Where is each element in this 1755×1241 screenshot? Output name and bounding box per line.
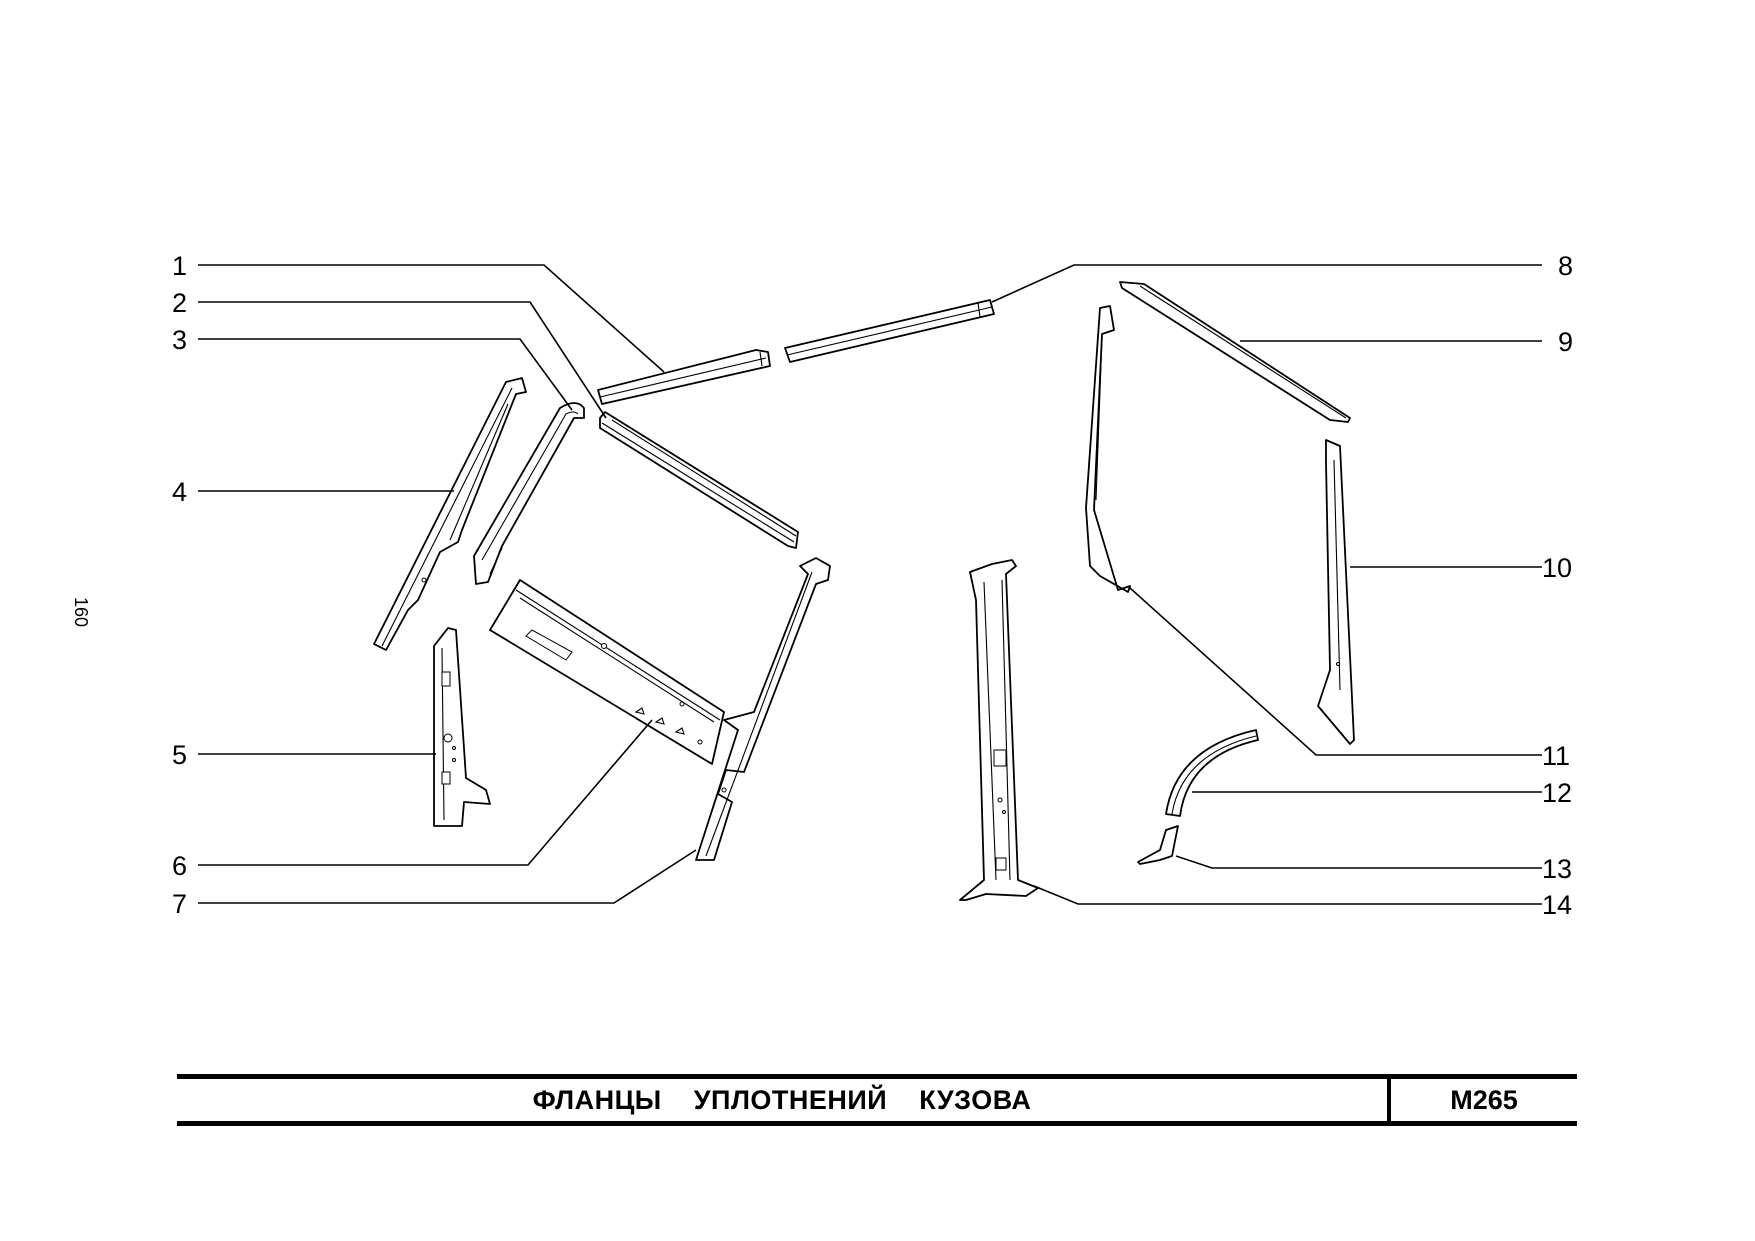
part-2-flange — [599, 411, 799, 549]
callout-14: 14 — [1542, 890, 1572, 920]
title-divider — [1387, 1074, 1391, 1126]
part-11-flange — [1085, 305, 1131, 593]
leader-3 — [198, 338, 573, 411]
callout-10: 10 — [1542, 553, 1572, 583]
callout-5: 5 — [172, 740, 187, 770]
part-13-flange — [1137, 825, 1179, 865]
leader-13 — [1175, 855, 1542, 869]
callout-7: 7 — [172, 889, 187, 919]
part-1-flange — [597, 349, 771, 405]
part-7-flange — [695, 557, 831, 861]
callout-12: 12 — [1542, 778, 1572, 808]
callout-labels: 1 2 3 4 5 6 7 8 9 10 11 12 13 14 — [172, 251, 1573, 920]
leader-8 — [991, 264, 1542, 303]
part-12-flange — [1165, 729, 1259, 817]
section-code: M265 — [1450, 1085, 1518, 1115]
callout-4: 4 — [172, 477, 187, 507]
title-rule-bottom — [177, 1121, 1577, 1126]
part-9-flange — [1119, 281, 1351, 423]
callout-13: 13 — [1542, 854, 1572, 884]
part-14-flange — [959, 559, 1039, 901]
part-8-flange — [784, 299, 995, 363]
page-title: ФЛАНЦЫ УПЛОТНЕНИЙ КУЗОВА — [532, 1085, 1032, 1115]
callout-6: 6 — [172, 851, 187, 881]
leader-7 — [198, 849, 697, 904]
leader-14 — [1033, 885, 1542, 905]
part-5-flange — [433, 627, 491, 827]
callout-1: 1 — [172, 251, 187, 281]
title-rule-top — [177, 1074, 1577, 1079]
leader-11 — [1129, 587, 1542, 756]
callout-11: 11 — [1542, 741, 1570, 771]
callout-2: 2 — [172, 288, 187, 318]
leader-lines — [198, 264, 1542, 905]
callout-3: 3 — [172, 325, 187, 355]
leader-1 — [198, 264, 665, 373]
callout-9: 9 — [1558, 327, 1573, 357]
page-number: 160 — [71, 596, 91, 628]
callout-8: 8 — [1558, 251, 1573, 281]
leader-6 — [198, 719, 653, 866]
part-3-flange — [473, 402, 585, 585]
title-block: ФЛАНЦЫ УПЛОТНЕНИЙ КУЗОВА M265 — [177, 1074, 1577, 1126]
part-4-flange — [373, 377, 527, 651]
part-6-flange — [489, 579, 725, 765]
part-10-flange — [1317, 439, 1355, 745]
leader-2 — [198, 301, 607, 419]
